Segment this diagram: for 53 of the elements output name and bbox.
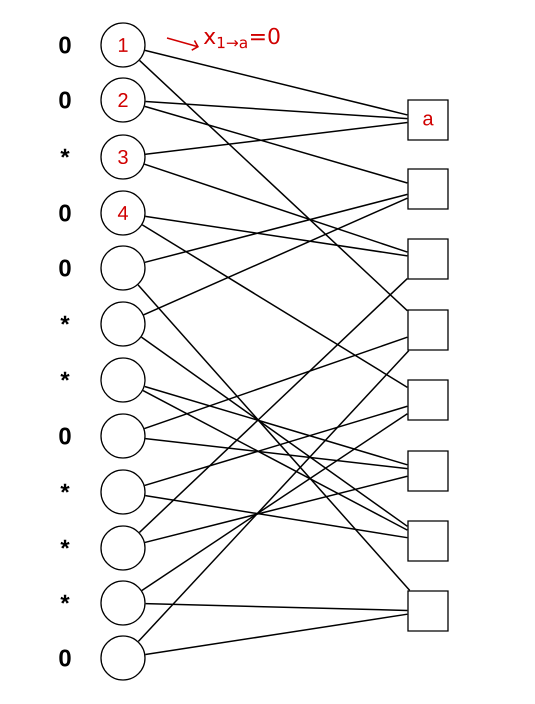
edge-line	[144, 106, 408, 184]
check-square	[407, 450, 449, 492]
edge-line	[145, 122, 408, 156]
edge-line	[144, 386, 408, 466]
variable-circle	[100, 301, 146, 347]
check-square	[407, 238, 449, 280]
edge-line	[138, 278, 408, 533]
check-square	[407, 590, 449, 632]
edge-line	[144, 406, 408, 486]
edge-line	[142, 224, 408, 388]
value-label: *	[60, 316, 70, 325]
edge-line	[144, 163, 408, 253]
edge-line	[142, 390, 408, 531]
value-label: 0	[59, 650, 71, 666]
variable-circle	[100, 413, 146, 459]
variable-circle	[100, 245, 146, 291]
edge-line	[144, 475, 408, 544]
value-label: *	[60, 148, 70, 158]
edge-line	[144, 50, 408, 116]
edge-line	[145, 613, 408, 656]
edge-line	[143, 197, 408, 316]
value-label: *	[60, 484, 70, 493]
variable-circle	[100, 469, 146, 515]
value-label: *	[60, 540, 70, 549]
value-label: 0	[59, 204, 71, 222]
edge-line	[145, 494, 408, 538]
value-label: 0	[59, 36, 71, 54]
edge-line	[141, 413, 408, 592]
variable-circle	[100, 525, 146, 571]
value-label: *	[60, 372, 70, 381]
variable-circle	[100, 580, 146, 626]
edge-line	[144, 336, 408, 430]
edge-line	[146, 100, 408, 120]
value-label: 0	[59, 428, 71, 444]
edge-line	[145, 438, 408, 470]
value-label: 0	[59, 92, 71, 108]
edge-line	[145, 216, 408, 257]
variable-circle	[100, 357, 146, 403]
edge-line	[141, 336, 408, 527]
variable-circle	[100, 635, 146, 681]
edge-line	[144, 194, 408, 264]
check-square	[407, 520, 449, 562]
value-label: *	[60, 594, 70, 604]
edge-line	[138, 350, 410, 642]
annotation: x$_{1→a}$=0	[204, 28, 280, 48]
edge-line	[139, 60, 408, 312]
value-label: 0	[59, 260, 71, 276]
edge-line	[146, 602, 408, 612]
check-square: a	[407, 99, 449, 141]
check-square	[407, 309, 449, 351]
edge-line	[137, 284, 410, 591]
check-square	[407, 168, 449, 210]
check-square	[407, 379, 449, 421]
